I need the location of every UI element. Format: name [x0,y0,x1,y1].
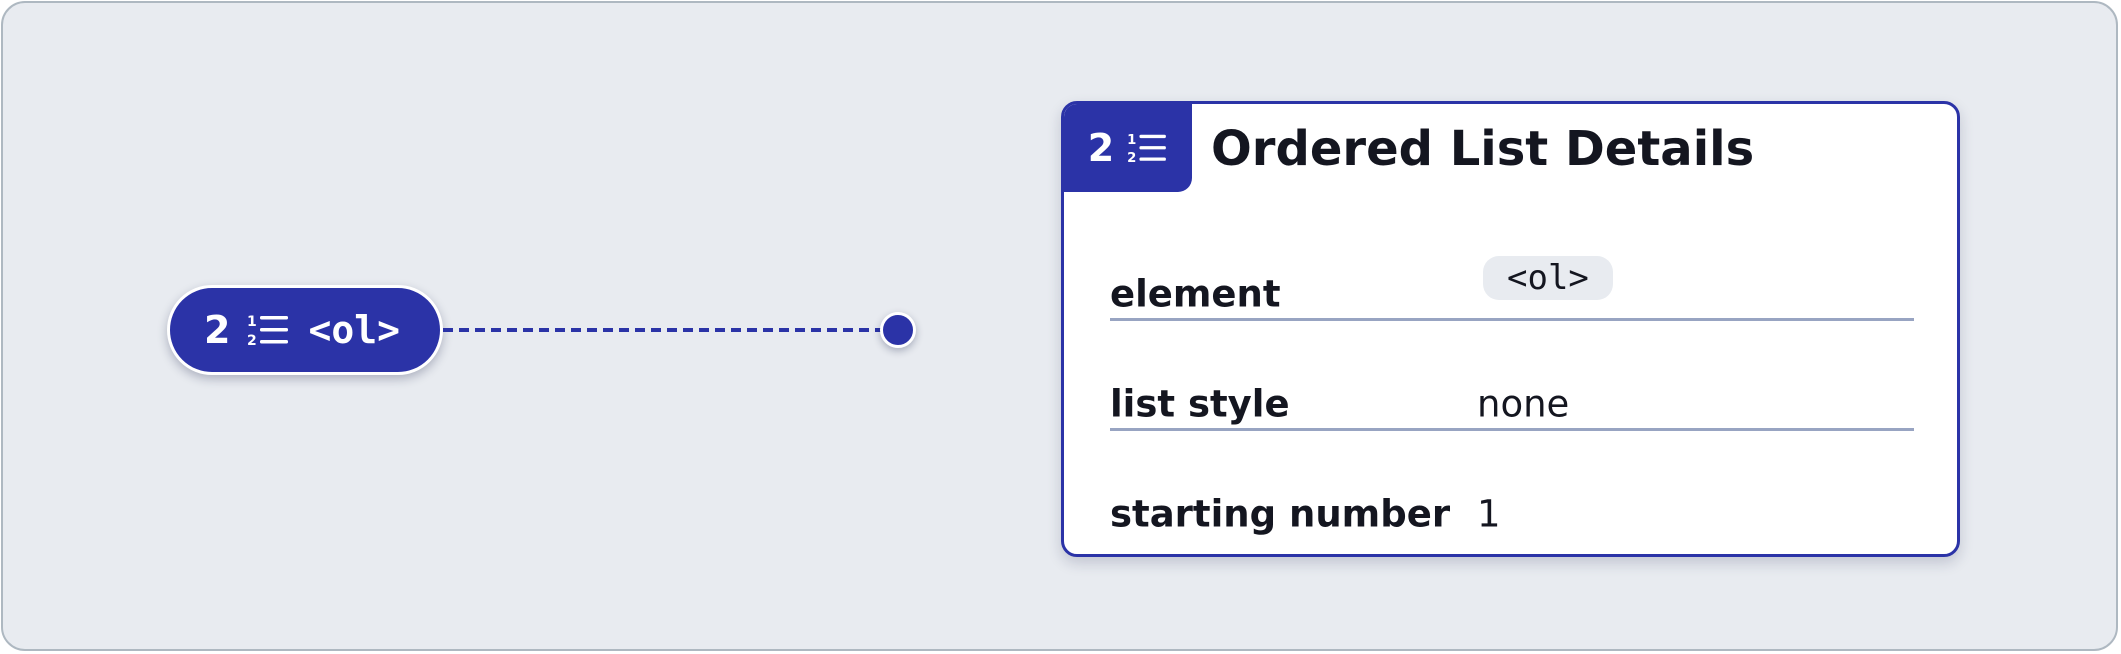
row-value: 1 [1477,492,1501,536]
svg-text:2: 2 [247,333,257,348]
badge-count: 2 [204,308,231,352]
svg-text:1: 1 [247,314,257,330]
ordered-list-icon: 1 2 [246,312,290,348]
connector-dot [880,312,916,348]
card-title: Ordered List Details [1211,121,1755,177]
ordered-list-icon: 1 2 [1126,131,1168,165]
card-tab-count: 2 [1087,126,1115,170]
row-value: none [1477,382,1570,426]
detail-row-starting-number: starting number 1 [1110,474,1914,554]
ordered-list-badge[interactable]: 2 1 2 <ol> [167,285,443,375]
svg-text:2: 2 [1127,151,1136,165]
row-divider [1110,428,1914,431]
badge-tag: <ol> [308,308,400,352]
card-tab: 2 1 2 [1064,104,1192,192]
row-label: element [1110,272,1281,316]
details-card: 2 1 2 Ordered List Details element <ol> … [1061,101,1960,557]
connector-line [443,328,891,332]
row-label: starting number [1110,492,1451,536]
detail-row-element: element <ol> [1110,254,1914,334]
row-label: list style [1110,382,1290,426]
svg-text:1: 1 [1127,133,1136,148]
code-chip: <ol> [1483,256,1613,300]
detail-row-list-style: list style none [1110,364,1914,444]
row-divider [1110,318,1914,321]
